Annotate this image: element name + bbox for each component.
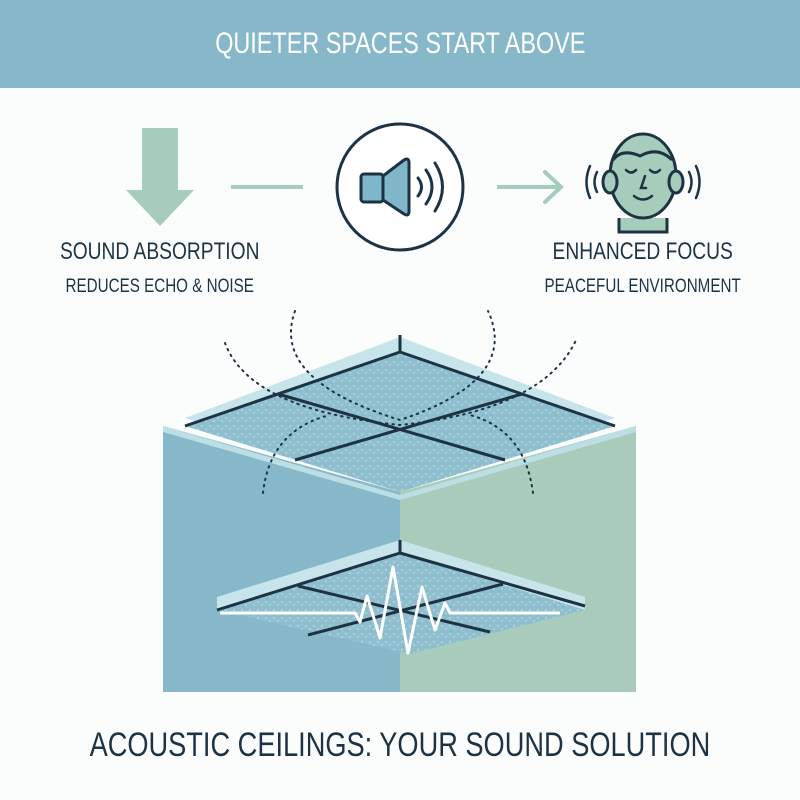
calm-face-icon [585,132,701,234]
down-arrow-icon [126,128,194,226]
step-3-title: ENHANCED FOCUS [552,238,734,265]
ceiling-tile-lower [216,540,586,655]
step-1-title: SOUND ABSORPTION [60,238,260,265]
arrow-connector [497,170,564,204]
speaker-icon [335,122,465,252]
ceiling-tile-top [163,335,636,500]
waveform-line [220,565,560,655]
footer-title: ACOUSTIC CEILINGS: YOUR SOUND SOLUTION [89,726,711,764]
header-title: QUIETER SPACES START ABOVE [214,27,586,60]
step-1-subtitle: REDUCES ECHO & NOISE [65,276,255,297]
header-banner: QUIETER SPACES START ABOVE [0,0,800,88]
step-3-subtitle: PEACEFUL ENVIRONMENT [544,276,742,297]
sound-waves-dotted [224,310,578,494]
